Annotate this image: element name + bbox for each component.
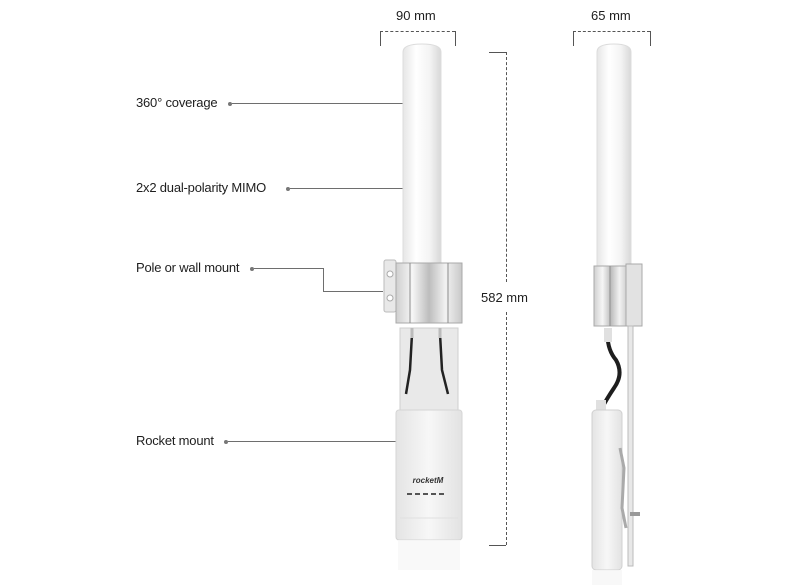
callout-line bbox=[290, 188, 404, 189]
callout-mimo: 2x2 dual-polarity MIMO bbox=[136, 180, 266, 195]
callout-dot bbox=[228, 102, 232, 106]
dimension-line bbox=[506, 52, 507, 282]
antenna-front-view: rocketM bbox=[383, 43, 463, 570]
dimension-front-width: 90 mm bbox=[396, 8, 436, 23]
dimension-tick bbox=[489, 52, 506, 53]
dimension-line bbox=[506, 312, 507, 545]
callout-line bbox=[254, 268, 324, 269]
callout-rocket-mount: Rocket mount bbox=[136, 433, 214, 448]
dimension-tick bbox=[380, 31, 381, 46]
callout-line bbox=[323, 291, 383, 292]
callout-dot bbox=[250, 267, 254, 271]
callout-line bbox=[232, 103, 404, 104]
dimension-line bbox=[573, 31, 650, 32]
dimension-side-width: 65 mm bbox=[591, 8, 631, 23]
callout-dot bbox=[224, 440, 228, 444]
antenna-side-view bbox=[591, 43, 643, 585]
dimension-tick bbox=[650, 31, 651, 46]
dimension-height: 582 mm bbox=[481, 290, 528, 305]
callout-line bbox=[228, 441, 396, 442]
callout-pole-wall-mount: Pole or wall mount bbox=[136, 260, 240, 275]
radio-logo: rocketM bbox=[413, 476, 444, 485]
dimension-line bbox=[380, 31, 455, 32]
dimension-tick bbox=[573, 31, 574, 46]
callout-dot bbox=[286, 187, 290, 191]
dimension-tick bbox=[489, 545, 506, 546]
dimension-tick bbox=[455, 31, 456, 46]
callout-line bbox=[323, 268, 324, 292]
callout-360-coverage: 360° coverage bbox=[136, 95, 218, 110]
